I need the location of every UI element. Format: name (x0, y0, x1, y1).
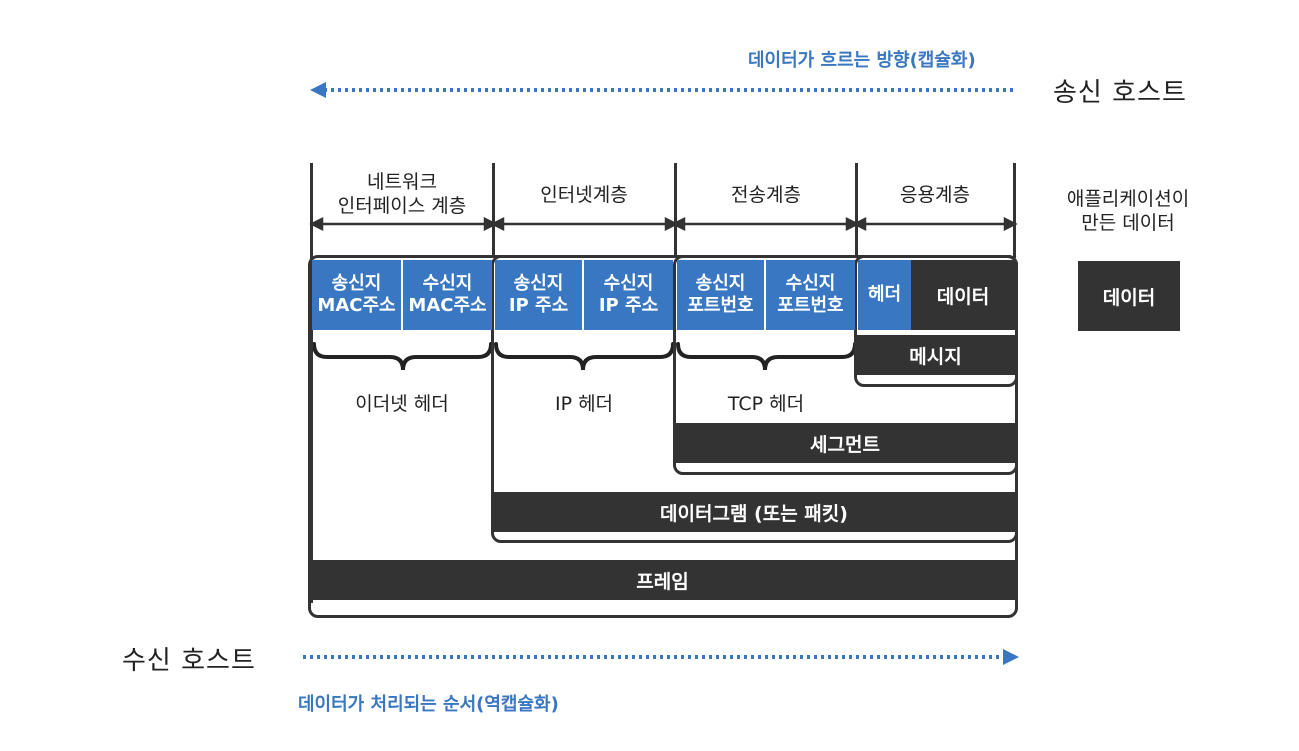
cell-divider (582, 260, 584, 330)
tcp-header-label: TCP 헤더 (727, 393, 805, 415)
message-box (854, 255, 1018, 387)
src-ip-cell: 송신지 IP 주소 (495, 260, 582, 330)
boundary-line-1 (310, 163, 313, 603)
datagram-bar: 데이터그램 (또는 패킷) (493, 492, 1015, 532)
boundary-line-5 (1013, 163, 1016, 258)
cell-divider (764, 260, 766, 330)
sender-host-label: 송신 호스트 (1053, 78, 1187, 108)
dst-mac-cell: 수신지 MAC주소 (403, 260, 492, 330)
app-data-box: 데이터 (1078, 261, 1180, 331)
ethernet-header-label: 이더넷 헤더 (355, 393, 449, 415)
layer-network-interface: 네트워크 인터페이스 계층 (337, 171, 467, 217)
src-port-cell: 송신지 포트번호 (677, 260, 764, 330)
segment-bar: 세그먼트 (675, 423, 1015, 463)
app-data-cell: 데이터 (911, 260, 1015, 330)
boundary-line-4 (855, 163, 858, 258)
encapsulation-label: 데이터가 흐르는 방향(캡슐화) (748, 50, 976, 71)
dst-ip-cell: 수신지 IP 주소 (584, 260, 673, 330)
boundary-line-2 (492, 163, 495, 258)
frame-bar: 프레임 (310, 560, 1015, 600)
receiver-host-label: 수신 호스트 (122, 646, 256, 676)
encapsulation-arrowhead (310, 82, 326, 98)
cell-divider (401, 260, 403, 330)
message-bar: 메시지 (856, 335, 1015, 375)
ip-header-brace (494, 342, 675, 371)
dst-port-cell: 수신지 포트번호 (766, 260, 855, 330)
ip-header-label: IP 헤더 (554, 393, 614, 415)
tcp-header-brace (676, 342, 857, 371)
layer-internet: 인터넷계층 (540, 184, 628, 206)
src-mac-cell: 송신지 MAC주소 (312, 260, 401, 330)
layer-application: 응용계층 (900, 184, 970, 206)
layer-transport: 전송계층 (731, 184, 801, 206)
ethernet-header-brace (312, 342, 493, 371)
decapsulation-arrowhead (1003, 649, 1019, 665)
app-data-caption: 애플리케이션이 만든 데이터 (1066, 188, 1190, 234)
app-header-cell: 헤더 (858, 260, 911, 330)
decapsulation-label: 데이터가 처리되는 순서(역캡슐화) (298, 694, 559, 715)
boundary-line-3 (674, 163, 677, 258)
